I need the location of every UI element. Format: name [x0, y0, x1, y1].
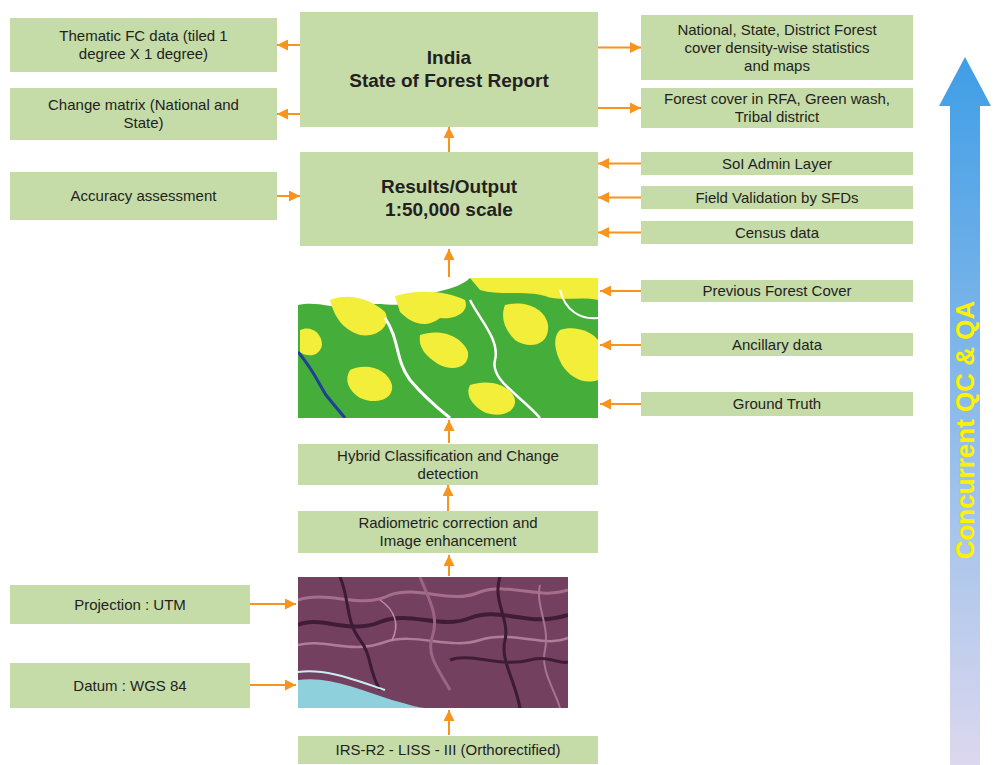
image-arrows [250, 249, 641, 735]
box-text: Previous Forest Cover [702, 282, 851, 300]
process-box: Forest cover in RFA, Green wash, Tribal … [641, 88, 913, 128]
connector-arrow [277, 113, 300, 115]
box-text: IRS-R2 - LISS - III (Orthorectified) [335, 741, 560, 759]
qc-arrow [939, 57, 991, 765]
box-text: SoI Admin Layer [722, 155, 832, 173]
process-box: IndiaState of Forest Report [300, 12, 598, 127]
process-box: Change matrix (National and State) [10, 88, 277, 140]
process-box: Ancillary data [641, 333, 913, 356]
connector-arrow [447, 485, 449, 511]
box-text: State of Forest Report [349, 70, 549, 93]
box-text: Forest cover in RFA, Green wash, Tribal … [662, 90, 892, 126]
process-box: Accuracy assessment [10, 172, 277, 220]
connector-arrow [598, 232, 641, 234]
process-box: National, State, District Forest cover d… [641, 15, 913, 80]
box-text: Projection : UTM [74, 596, 186, 614]
box-text: Ancillary data [732, 336, 822, 354]
connector-arrow [598, 47, 641, 49]
box-text: Ground Truth [733, 395, 821, 413]
box-text: Accuracy assessment [71, 187, 217, 205]
box-text: Change matrix (National and State) [34, 96, 254, 132]
connector-arrow [277, 44, 300, 46]
side-label: Concurrent QC & QA [950, 301, 981, 560]
connector-arrow [598, 107, 641, 109]
process-box: Ground Truth [641, 392, 913, 416]
box-text: Thematic FC data (tiled 1 degree X 1 deg… [44, 27, 244, 63]
process-box: IRS-R2 - LISS - III (Orthorectified) [298, 736, 598, 764]
process-box: Projection : UTM [10, 585, 250, 624]
process-box: Results/Output1:50,000 scale [300, 152, 598, 246]
process-box: Census data [641, 221, 913, 244]
box-text: Hybrid Classification and Change detecti… [336, 447, 561, 483]
box-text: Census data [735, 224, 819, 242]
connector-arrow [598, 197, 641, 199]
process-box: SoI Admin Layer [641, 152, 913, 175]
satellite-image [298, 577, 568, 708]
process-box: Hybrid Classification and Change detecti… [298, 444, 598, 485]
box-text: India [427, 47, 471, 70]
process-box: Previous Forest Cover [641, 280, 913, 302]
box-text: Datum : WGS 84 [73, 677, 186, 695]
connector-arrow [448, 127, 450, 152]
box-text: Field Validation by SFDs [695, 189, 858, 207]
connector-arrow [277, 195, 300, 197]
process-box: Radiometric correction and Image enhance… [298, 511, 598, 553]
forest-map [298, 278, 598, 418]
connector-arrow [598, 163, 641, 165]
process-box: Field Validation by SFDs [641, 186, 913, 209]
process-box: Thematic FC data (tiled 1 degree X 1 deg… [10, 18, 277, 72]
box-text: 1:50,000 scale [385, 199, 513, 222]
box-text: National, State, District Forest cover d… [675, 21, 880, 75]
box-text: Radiometric correction and Image enhance… [341, 514, 556, 550]
process-box: Datum : WGS 84 [10, 663, 250, 708]
box-text: Results/Output [381, 176, 517, 199]
